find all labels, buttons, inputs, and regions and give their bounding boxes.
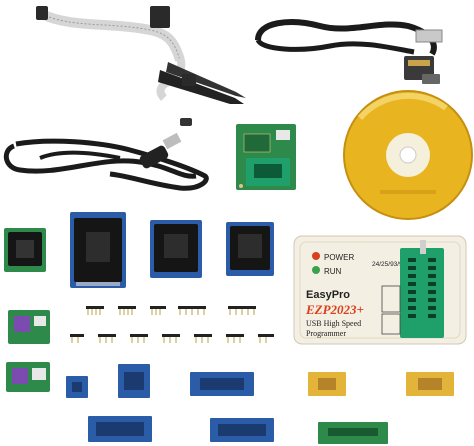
programmer-label: Programmer [306, 329, 346, 338]
power-led [312, 252, 320, 260]
soic-clip-icon [36, 6, 246, 104]
brand-label: EasyPro [306, 289, 350, 301]
chip-types-label: 24/25/93/95 [372, 261, 407, 268]
sop-socket-3 [150, 220, 202, 278]
green-adapter-1 [8, 310, 50, 344]
yellow-adapter-1 [308, 372, 346, 396]
sop-socket-4 [226, 222, 274, 276]
sop-socket-2 [70, 212, 126, 288]
yellow-adapter-2 [406, 372, 454, 396]
header-pin-legs [71, 309, 267, 343]
sop-socket-1 [4, 228, 46, 272]
lcd-cable-icon [255, 19, 443, 84]
header-pins [70, 306, 274, 337]
green-long-adapter [318, 422, 388, 444]
power-label: POWER [324, 253, 354, 262]
sop8-adapter-board [236, 124, 296, 190]
ezp2023-programmer: POWER RUN 24/25/93/95 EasyPro EZP2023+ U… [293, 235, 467, 345]
blue-adapter-3 [190, 372, 254, 396]
run-label: RUN [324, 267, 342, 276]
zif-socket [400, 248, 444, 338]
blue-adapter-5 [210, 418, 274, 442]
blue-adapter-2 [118, 364, 150, 398]
usb-cable-icon [3, 118, 209, 191]
blue-adapter-1 [66, 376, 88, 398]
blue-adapter-4 [88, 416, 152, 442]
model-label: EZP2023+ [305, 302, 364, 317]
usb-high-speed-label: USB High Speed [306, 319, 361, 328]
green-adapter-2 [6, 362, 50, 392]
cd-disc-icon [343, 90, 473, 220]
run-led [312, 266, 320, 274]
